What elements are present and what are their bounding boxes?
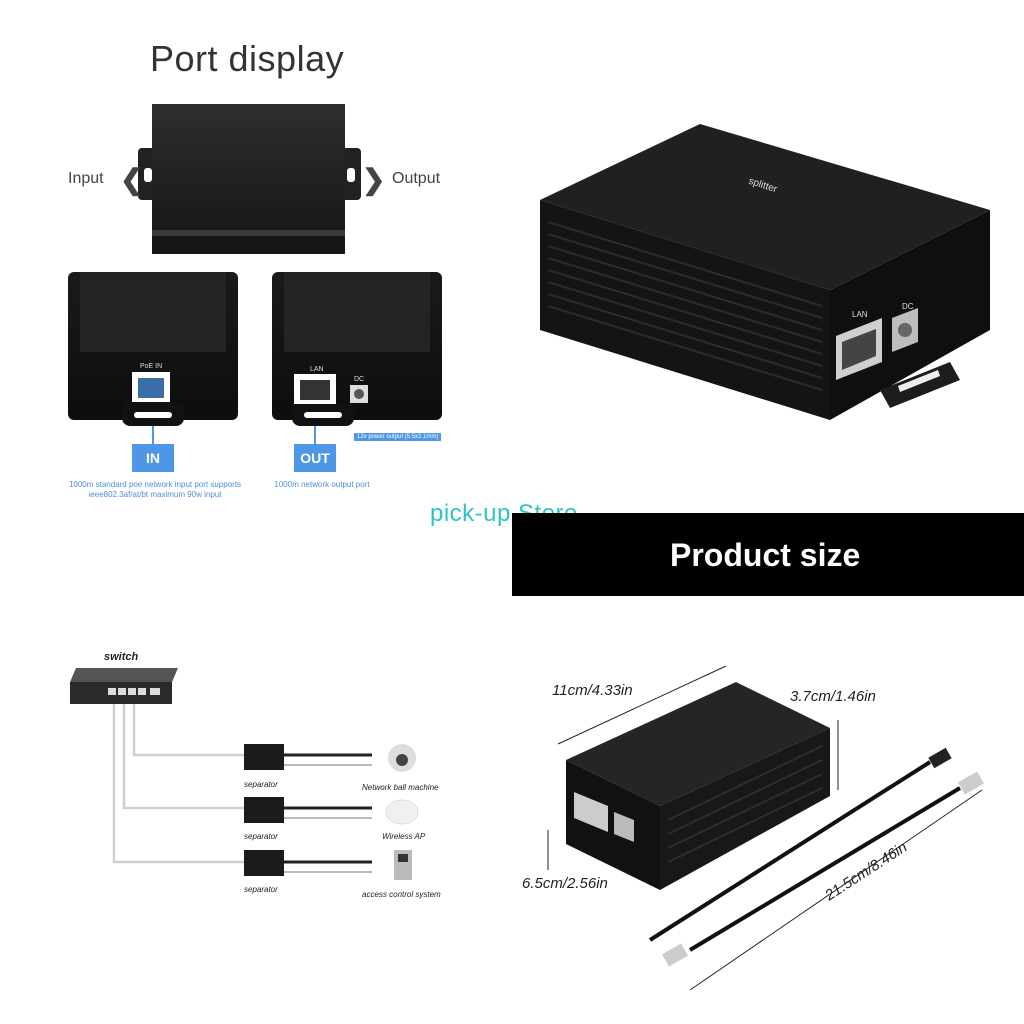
lan-port-label: LAN [310, 366, 324, 373]
out-badge: OUT [294, 444, 336, 472]
out-description: 1000m network output port [274, 480, 370, 489]
separator-label-3: separator [244, 885, 278, 894]
chevron-left-icon: ❮ [120, 164, 144, 195]
in-description: 1000m standard poe network input port su… [60, 480, 250, 500]
hero-dc-label: DC [902, 302, 914, 311]
product-size-title: Product size [670, 537, 861, 573]
hero-product [540, 124, 990, 420]
poe-in-port-label: PoE IN [140, 363, 163, 370]
input-label: Input [68, 170, 104, 187]
dimension-length: 11cm/4.33in [552, 682, 633, 699]
output-label: Output [392, 170, 441, 187]
dimension-drawing [547, 665, 985, 991]
dc-port-label: DC [354, 376, 365, 383]
in-badge: IN [132, 444, 174, 472]
switch-label: switch [104, 651, 139, 663]
device-label-2: Wireless AP [382, 832, 426, 841]
power-output-tag: 12v power output (5.5x2.1mm) [354, 433, 442, 441]
hero-lan-label: LAN [852, 310, 868, 319]
in-description-line2: ieee802.3af/at/bt maximum 90w input [88, 490, 222, 499]
chevron-right-icon: ❯ [362, 164, 386, 195]
dimension-height: 3.7cm/1.46in [790, 688, 876, 705]
top-view-device [138, 104, 361, 254]
product-size-banner: Product size [512, 513, 1024, 596]
port-display-title: Port display [150, 38, 345, 79]
poe-in-device [68, 272, 238, 450]
dimension-width: 6.5cm/2.56in [522, 875, 608, 892]
out-device [272, 272, 442, 450]
separator-label-1: separator [244, 780, 278, 789]
network-diagram [70, 668, 419, 880]
in-description-line1: 1000m standard poe network input port su… [68, 480, 242, 489]
device-label-3: access control system [362, 890, 441, 899]
separator-label-2: separator [244, 832, 278, 841]
device-label-1: Network ball machine [362, 783, 439, 792]
